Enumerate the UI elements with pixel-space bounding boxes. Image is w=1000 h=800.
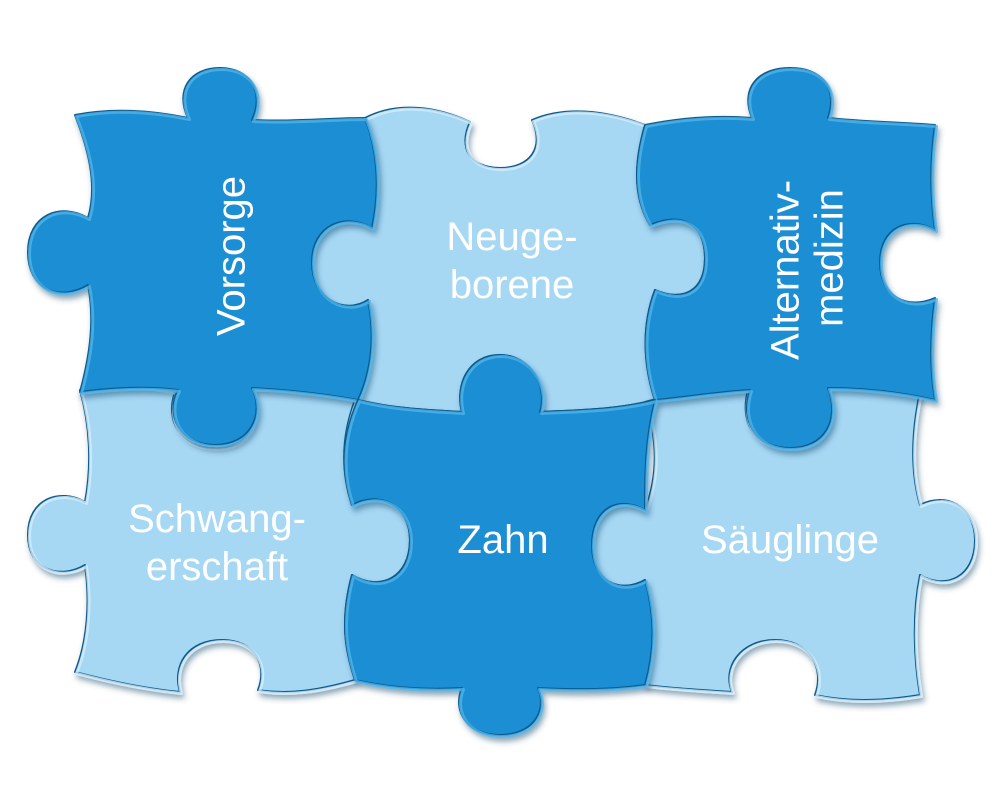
piece-highlight-zahn [344, 355, 658, 738]
label-alternativmedizin-line2: medizin [808, 189, 852, 327]
label-sauglinge: Säuglinge [701, 518, 879, 562]
piece-highlight-alternativmedizin [637, 68, 938, 451]
label-vorsorge: Vorsorge [210, 176, 254, 336]
label-neugeborene-line1: Neuge- [446, 215, 577, 259]
label-schwangerschaft-line2: erschaft [146, 545, 288, 589]
label-alternativmedizin-line1: Alternativ- [764, 180, 808, 360]
puzzle-piece-alternativmedizin [636, 67, 938, 451]
label-schwangerschaft-line1: Schwang- [128, 497, 306, 541]
label-zahn: Zahn [457, 518, 548, 562]
puzzle-piece-zahn [343, 354, 658, 738]
label-neugeborene-line2: borene [450, 263, 575, 307]
